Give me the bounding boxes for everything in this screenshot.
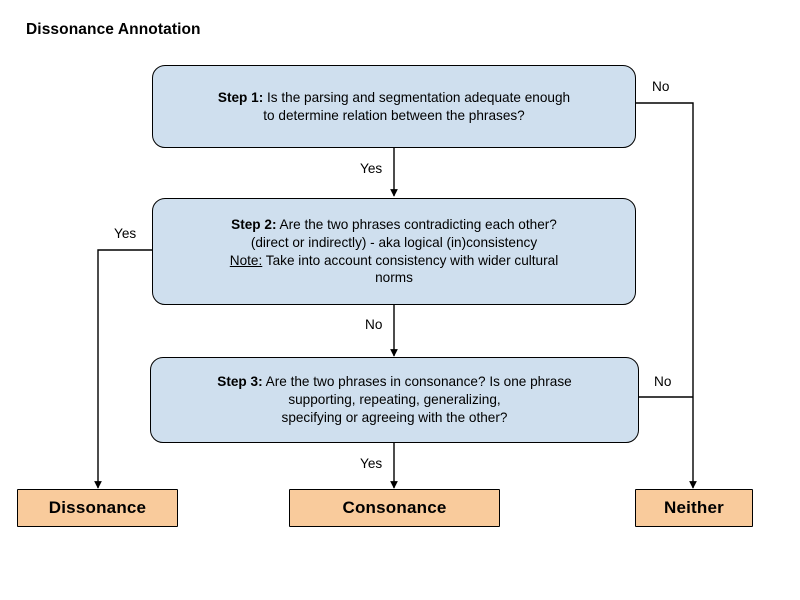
step-2-note-lead: Note: [229,252,263,268]
step-3-lead: Step 3: [217,374,263,390]
page-title: Dissonance Annotation [26,21,201,38]
terminal-dissonance[interactable]: Dissonance [17,489,178,527]
step-1-line-1: Is the parsing and segmentation adequate… [263,89,571,105]
step-2-box[interactable]: Step 2: Are the two phrases contradictin… [152,198,636,305]
edge-label-step2-no: No [362,317,386,333]
edge-step1-no-neither [636,102,697,489]
step-3-box[interactable]: Step 3: Are the two phrases in consonanc… [150,357,639,443]
step-3-line-1: Are the two phrases in consonance? Is on… [262,374,572,390]
step-2-text: Step 2: Are the two phrases contradictin… [167,216,621,287]
step-2-line-2: (direct or indirectly) - aka logical (in… [250,234,538,250]
edge-label-step1-no: No [649,79,673,95]
terminal-consonance[interactable]: Consonance [289,489,500,527]
step-2-note-line-1: Take into account consistency with wider… [262,252,559,268]
edge-label-step3-yes: Yes [357,456,386,472]
terminal-consonance-label: Consonance [342,498,447,517]
edge-label-step3-no: No [651,374,675,390]
step-2-lead: Step 2: [231,217,277,233]
terminal-neither[interactable]: Neither [635,489,753,527]
step-2-note-line-2: norms [375,270,413,286]
step-2-line-1: Are the two phrases contradicting each o… [276,217,557,233]
edge-label-step1-yes: Yes [357,161,386,177]
step-1-box[interactable]: Step 1: Is the parsing and segmentation … [152,65,636,148]
step-1-line-2: to determine relation between the phrase… [263,107,525,123]
terminal-neither-label: Neither [664,498,724,517]
step-3-line-3: specifying or agreeing with the other? [281,409,508,425]
terminal-dissonance-label: Dissonance [48,498,147,517]
step-3-line-2: supporting, repeating, generalizing, [288,392,501,408]
step-1-text: Step 1: Is the parsing and segmentation … [167,89,621,124]
edge-label-step2-yes: Yes [111,226,140,242]
step-1-lead: Step 1: [217,89,264,105]
edge-step2-yes-dissonance [94,249,152,489]
step-3-text: Step 3: Are the two phrases in consonanc… [165,373,624,426]
